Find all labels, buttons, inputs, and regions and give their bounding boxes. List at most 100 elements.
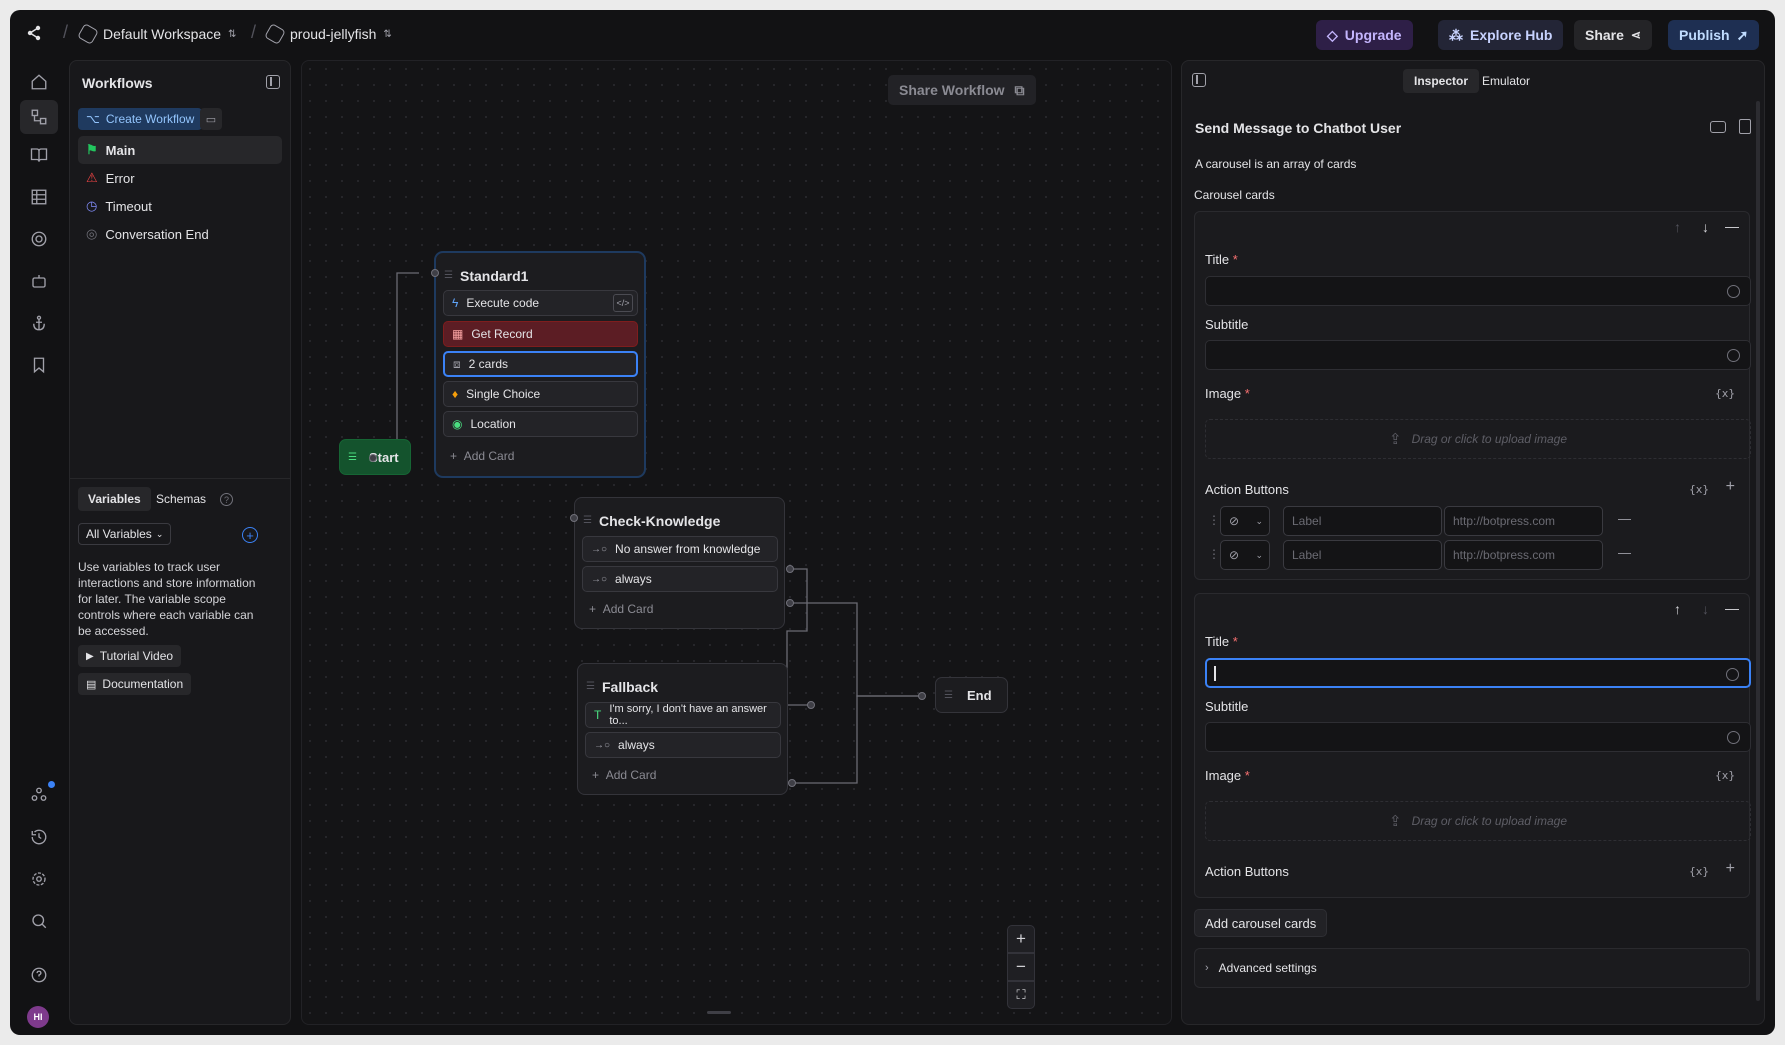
share-nodes-icon[interactable]: [26, 25, 42, 44]
variable-toggle-button[interactable]: {x}: [1715, 387, 1735, 400]
tab-variables[interactable]: Variables: [78, 487, 151, 511]
gear-icon[interactable]: [27, 867, 51, 891]
drag-handle-icon[interactable]: ⋮: [1208, 547, 1220, 561]
avatar[interactable]: HI: [27, 1006, 49, 1028]
variables-filter-select[interactable]: All Variables ⌄: [78, 523, 172, 545]
card-no-answer[interactable]: →○ No answer from knowledge: [582, 536, 778, 562]
advanced-settings-toggle[interactable]: › Advanced settings: [1194, 948, 1750, 988]
arrow-up-icon[interactable]: ↑: [1674, 219, 1681, 235]
add-card-button[interactable]: + Add Card: [450, 449, 515, 463]
tutorial-video-button[interactable]: ▶ Tutorial Video: [78, 645, 182, 667]
card-execute-code[interactable]: ϟ Execute code </>: [443, 290, 638, 316]
drag-handle-icon[interactable]: ⋮: [1208, 513, 1220, 527]
subtitle-input[interactable]: [1205, 340, 1751, 370]
card-carousel[interactable]: ⧈ 2 cards: [443, 351, 638, 377]
scrollbar[interactable]: [1756, 101, 1760, 1001]
end-node[interactable]: ☰ End: [935, 677, 1008, 713]
workflow-item-conversation-end[interactable]: ◎ Conversation End: [78, 220, 282, 248]
share-workflow-button[interactable]: Share Workflow ⧉: [888, 75, 1036, 105]
action-type-select[interactable]: ⊘⌄: [1220, 540, 1270, 570]
publish-button[interactable]: Publish ➚: [1668, 20, 1760, 50]
remove-card-icon[interactable]: —: [1725, 600, 1739, 616]
card-get-record[interactable]: ▦ Get Record: [443, 321, 638, 347]
check-knowledge-node[interactable]: ☰ Check-Knowledge →○ No answer from know…: [574, 497, 785, 629]
card-always[interactable]: →○ always: [585, 732, 781, 758]
action-type-select[interactable]: ⊘⌄: [1220, 506, 1270, 536]
add-card-button[interactable]: + Add Card: [589, 602, 654, 616]
variable-target-icon[interactable]: [1726, 668, 1739, 681]
help-icon[interactable]: ?: [220, 493, 233, 506]
remove-card-icon[interactable]: —: [1725, 218, 1739, 234]
book-icon[interactable]: [27, 143, 51, 167]
create-workflow-button[interactable]: ⌥ Create Workflow: [78, 108, 203, 130]
remove-action-icon[interactable]: —: [1618, 511, 1631, 526]
fit-view-button[interactable]: ⛶: [1007, 981, 1035, 1009]
collapse-panel-icon[interactable]: [1192, 73, 1206, 87]
card-location[interactable]: ◉ Location: [443, 411, 638, 437]
variable-target-icon[interactable]: [1727, 349, 1740, 362]
zoom-in-button[interactable]: +: [1007, 925, 1035, 953]
card-single-choice[interactable]: ♦ Single Choice: [443, 381, 638, 407]
new-folder-button[interactable]: ▭: [200, 108, 222, 130]
standard1-node[interactable]: ☰ Standard1 ϟ Execute code </> ▦ Get Rec…: [435, 252, 645, 477]
action-label-input[interactable]: Label: [1283, 540, 1442, 570]
action-url-input[interactable]: http://botpress.com: [1444, 540, 1603, 570]
workflow-item-error[interactable]: ⚠ Error: [78, 164, 282, 192]
zoom-out-button[interactable]: −: [1007, 953, 1035, 981]
variable-toggle-button[interactable]: {x}: [1689, 483, 1709, 496]
standard1-input-port[interactable]: [431, 269, 439, 277]
arrow-up-icon[interactable]: ↑: [1674, 601, 1681, 617]
arrow-down-icon[interactable]: ↓: [1702, 601, 1709, 617]
help-icon[interactable]: [27, 963, 51, 987]
add-action-button[interactable]: +: [1725, 860, 1735, 877]
home-icon[interactable]: [27, 70, 51, 94]
subtitle-input[interactable]: [1205, 722, 1751, 752]
panel-resize-handle[interactable]: [707, 1011, 731, 1014]
video-icon[interactable]: [1710, 121, 1726, 133]
no-answer-output-port[interactable]: [786, 565, 794, 573]
share-button[interactable]: Share ⋖: [1574, 20, 1652, 50]
fallback-always-output-port[interactable]: [788, 779, 796, 787]
tab-schemas[interactable]: Schemas: [156, 492, 207, 506]
end-input-port[interactable]: [918, 692, 926, 700]
action-label-input[interactable]: Label: [1283, 506, 1442, 536]
title-input-focused[interactable]: [1205, 658, 1751, 688]
add-carousel-cards-button[interactable]: Add carousel cards: [1194, 909, 1328, 937]
tab-inspector[interactable]: Inspector: [1403, 69, 1480, 93]
document-search-icon[interactable]: [1739, 119, 1751, 134]
search-icon[interactable]: [27, 909, 51, 933]
collapse-panel-icon[interactable]: [266, 75, 280, 89]
add-variable-icon[interactable]: +: [242, 527, 258, 543]
bot-robot-icon[interactable]: [27, 269, 51, 293]
history-icon[interactable]: [27, 825, 51, 849]
integrations-icon[interactable]: [27, 781, 55, 807]
workflow-icon[interactable]: [20, 100, 58, 134]
bot-selector[interactable]: proud-jellyfish ⇅: [264, 23, 392, 45]
always-output-port[interactable]: [786, 599, 794, 607]
variable-toggle-button[interactable]: {x}: [1689, 865, 1709, 878]
card-always[interactable]: →○ always: [582, 566, 778, 592]
upgrade-button[interactable]: ◇ Upgrade: [1316, 20, 1413, 50]
variable-target-icon[interactable]: [1727, 731, 1740, 744]
table-icon[interactable]: [27, 185, 51, 209]
workflow-canvas[interactable]: Share Workflow ⧉ ☰ Start ☰ Standard1 ϟ E…: [301, 60, 1172, 1025]
workflow-item-main[interactable]: ⚑ Main: [78, 136, 282, 164]
explore-hub-button[interactable]: ⁂ Explore Hub: [1438, 20, 1564, 50]
image-upload-dropzone[interactable]: ⇪Drag or click to upload image: [1205, 419, 1751, 459]
arrow-down-icon[interactable]: ↓: [1702, 219, 1709, 235]
add-card-button[interactable]: + Add Card: [592, 768, 657, 782]
anchor-icon[interactable]: [27, 311, 51, 335]
workflow-item-timeout[interactable]: ◷ Timeout: [78, 192, 282, 220]
fallback-node[interactable]: ☰ Fallback T I'm sorry, I don't have an …: [577, 663, 788, 795]
documentation-button[interactable]: ▤ Documentation: [78, 673, 192, 695]
fallback-input-port[interactable]: [807, 701, 815, 709]
variable-toggle-button[interactable]: {x}: [1715, 769, 1735, 782]
card-fallback-text[interactable]: T I'm sorry, I don't have an answer to..…: [585, 702, 781, 728]
code-icon[interactable]: </>: [613, 294, 633, 312]
bookmark-icon[interactable]: [27, 353, 51, 377]
action-url-input[interactable]: http://botpress.com: [1444, 506, 1603, 536]
start-output-port[interactable]: [369, 454, 377, 462]
tab-emulator[interactable]: Emulator: [1482, 74, 1531, 88]
image-upload-dropzone[interactable]: ⇪Drag or click to upload image: [1205, 801, 1751, 841]
check-knowledge-input-port[interactable]: [570, 514, 578, 522]
